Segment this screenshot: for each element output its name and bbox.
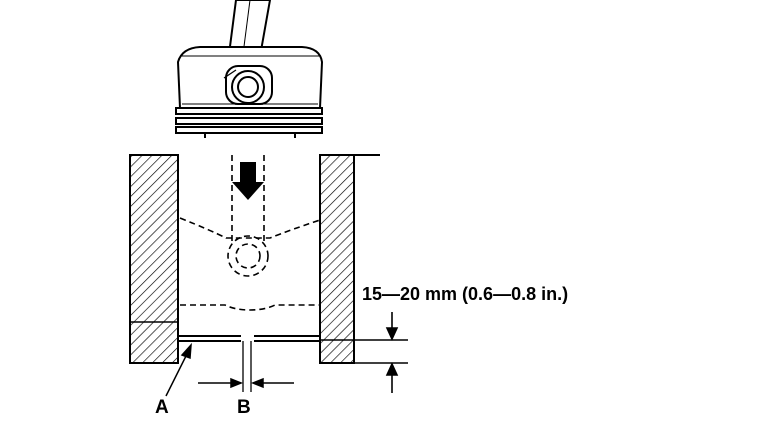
ring-end-gap	[242, 341, 252, 392]
push-direction-arrow	[232, 162, 264, 200]
piston-outline-in-bore	[179, 155, 321, 311]
callout-a-label: A	[155, 397, 169, 418]
callout-b-label: B	[237, 397, 251, 418]
cylinder-wall-left	[129, 154, 179, 364]
piston	[175, 46, 324, 138]
leader-a	[165, 342, 192, 397]
gap-b-arrows	[198, 377, 294, 389]
depth-dimension	[354, 312, 408, 393]
cylinder-wall-right	[319, 154, 380, 364]
piston-ring	[178, 335, 320, 342]
depth-dimension-label: 15—20 mm (0.6—0.8 in.)	[362, 284, 569, 304]
